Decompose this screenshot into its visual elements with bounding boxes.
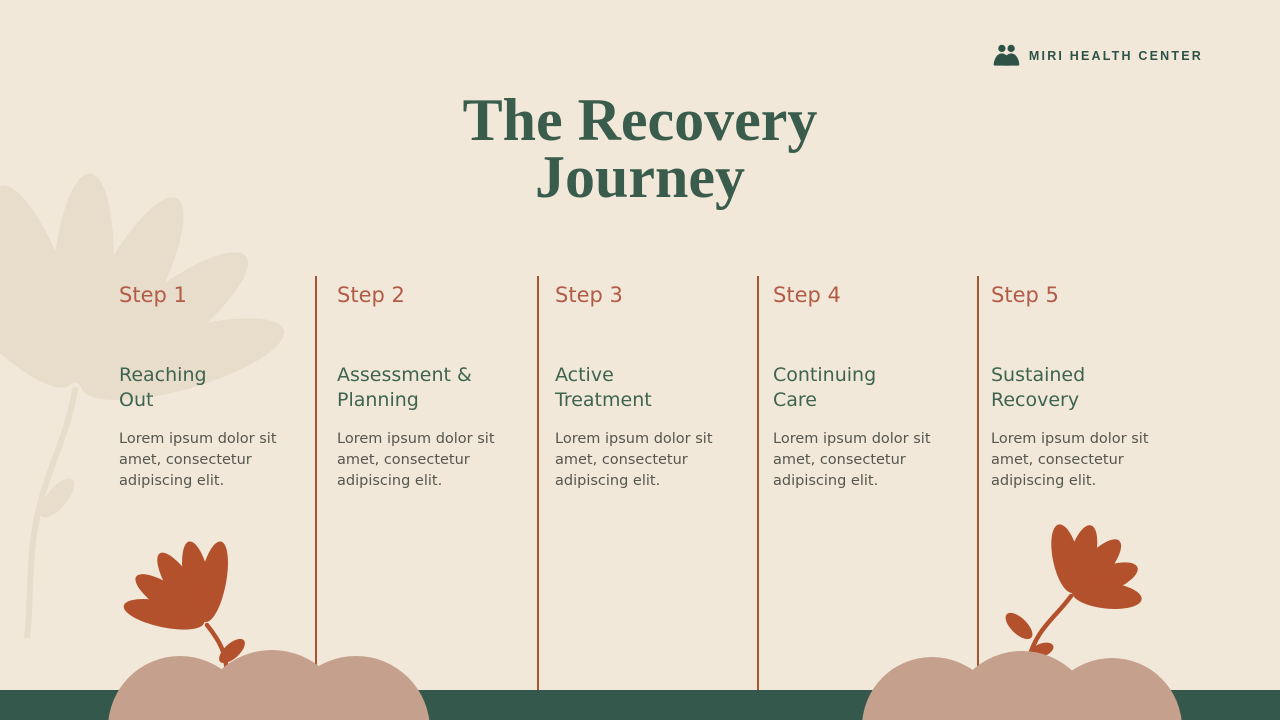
step-heading: Continuing Care xyxy=(773,364,877,411)
page-title: The Recovery Journey xyxy=(0,87,1280,210)
page-title-line1: The Recovery xyxy=(462,87,818,153)
step-heading: Active Treatment xyxy=(555,364,652,411)
step-heading: Reaching Out xyxy=(119,364,207,411)
step-body: Lorem ipsum dolor sit amet, consectetur … xyxy=(119,431,277,489)
step-heading: Assessment & Planning xyxy=(337,364,472,411)
step-label: Step 1 xyxy=(119,283,187,307)
column-divider xyxy=(315,276,317,690)
step-column-2: Step 2 Assessment & Planning Lorem ipsum… xyxy=(337,283,503,492)
step-column-5: Step 5 Sustained Recovery Lorem ipsum do… xyxy=(991,283,1157,492)
page-title-line2: Journey xyxy=(535,144,745,210)
step-body: Lorem ipsum dolor sit amet, consectetur … xyxy=(337,431,495,489)
flower-right-icon xyxy=(1005,524,1142,661)
step-heading: Sustained Recovery xyxy=(991,364,1086,411)
step-body: Lorem ipsum dolor sit amet, consectetur … xyxy=(991,431,1149,489)
logo: MIRI HEALTH CENTER xyxy=(993,44,1203,67)
step-label: Step 4 xyxy=(773,283,841,307)
ground-mounds-icon xyxy=(108,650,1182,720)
column-divider xyxy=(977,276,979,690)
people-icon xyxy=(993,44,1020,66)
step-body: Lorem ipsum dolor sit amet, consectetur … xyxy=(555,431,713,489)
column-divider xyxy=(757,276,759,690)
step-column-1: Step 1 Reaching Out Lorem ipsum dolor si… xyxy=(119,283,285,492)
step-body: Lorem ipsum dolor sit amet, consectetur … xyxy=(773,431,931,489)
flower-silhouette-icon xyxy=(0,173,284,638)
steps-grid: Step 1 Reaching Out Lorem ipsum dolor si… xyxy=(119,283,1157,492)
logo-text: MIRI HEALTH CENTER xyxy=(1028,48,1203,63)
column-divider xyxy=(537,276,539,690)
step-column-4: Step 4 Continuing Care Lorem ipsum dolor… xyxy=(773,283,939,492)
step-column-3: Step 3 Active Treatment Lorem ipsum dolo… xyxy=(555,283,721,492)
step-label: Step 3 xyxy=(555,283,623,307)
step-label: Step 2 xyxy=(337,283,405,307)
step-label: Step 5 xyxy=(991,283,1059,307)
flower-left-icon xyxy=(123,541,245,680)
